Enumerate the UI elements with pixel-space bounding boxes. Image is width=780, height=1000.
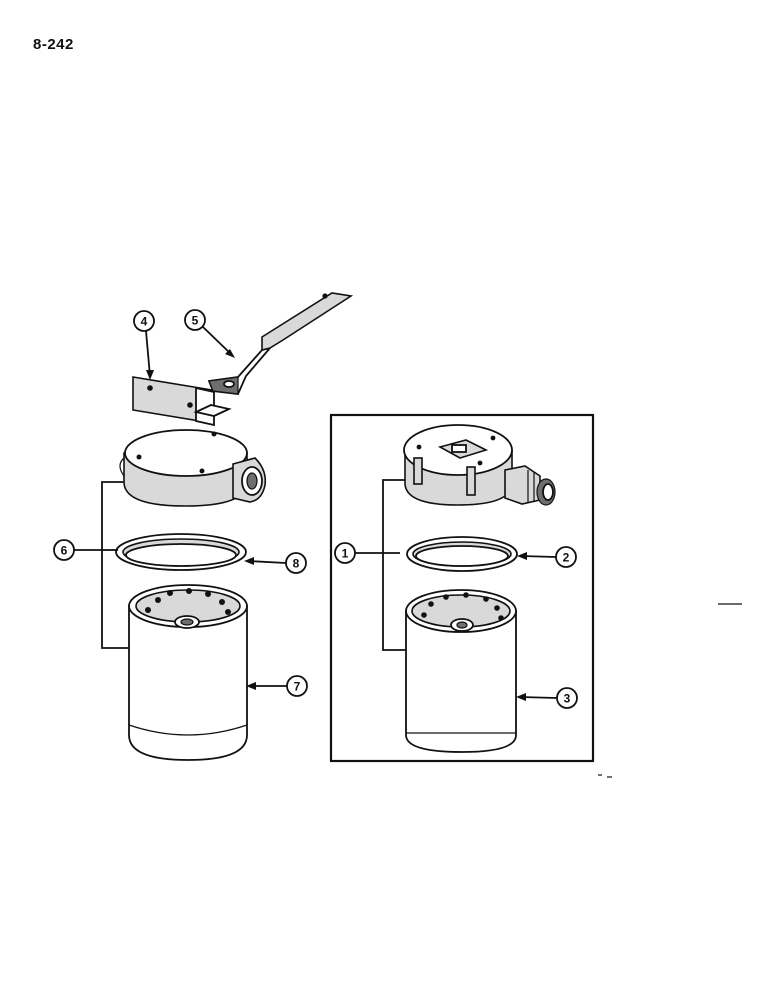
callout-2: 2	[517, 546, 577, 568]
svg-text:2: 2	[563, 551, 570, 565]
filter-element-part-7	[128, 584, 248, 761]
strap-part-5	[207, 292, 354, 395]
scan-marks	[598, 603, 742, 778]
callout-6: 6	[53, 481, 129, 649]
filter-element-part-3	[405, 589, 517, 753]
callout-5: 5	[184, 309, 235, 358]
alternate-assembly-frame	[329, 413, 595, 763]
callout-4: 4	[133, 310, 155, 380]
seal-ring-part-8	[115, 533, 247, 571]
callout-8: 8	[244, 552, 307, 574]
svg-text:5: 5	[192, 314, 199, 328]
bracket-part-4	[132, 376, 232, 427]
page-number: 8-242	[33, 36, 74, 53]
svg-text:1: 1	[342, 547, 349, 561]
callout-1: 1	[334, 479, 406, 651]
callout-7: 7	[246, 675, 308, 697]
filter-head-right	[403, 424, 556, 506]
svg-text:8: 8	[293, 557, 300, 571]
svg-text:4: 4	[141, 315, 148, 329]
callout-3: 3	[516, 687, 578, 709]
filter-head-left	[119, 429, 267, 507]
seal-ring-part-2	[406, 536, 518, 572]
svg-text:6: 6	[61, 544, 68, 558]
svg-text:3: 3	[564, 692, 571, 706]
svg-text:7: 7	[294, 680, 301, 694]
